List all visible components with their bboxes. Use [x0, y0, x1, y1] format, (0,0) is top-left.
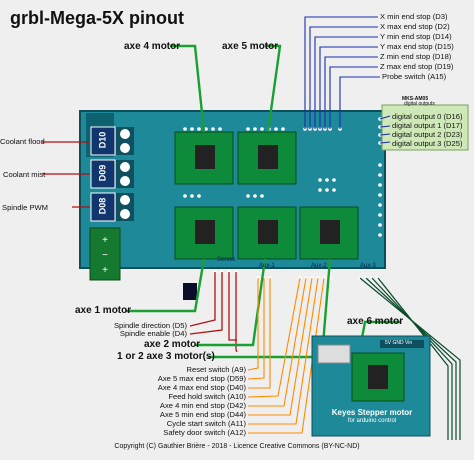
label-axe5-motor: axe 5 motor: [222, 41, 279, 52]
chip-icon: [320, 220, 340, 244]
digital-outputs-box: [381, 104, 469, 151]
keyes-wires: [359, 277, 461, 440]
chip-icon: [195, 145, 215, 169]
label-reset-switch: Reset switch (A9): [186, 365, 246, 374]
label-spindle-direction: Spindle direction (D5): [113, 321, 187, 330]
label-digital-output-0: digital output 0 (D16): [392, 112, 463, 121]
label-axe3-motors: 1 or 2 axe 3 motor(s): [117, 351, 215, 362]
label-y-max: Y max end stop (D15): [380, 42, 454, 51]
label-x-max: X max end stop (D2): [380, 22, 450, 31]
power-plus-icon: +: [102, 265, 108, 276]
stepper-drivers: [174, 131, 359, 260]
label-feed-hold: Feed hold switch (A10): [168, 392, 246, 401]
d08-block: [90, 192, 116, 222]
chip-icon: [195, 220, 215, 244]
power-terminal: [89, 227, 121, 281]
keyes-connector: [317, 344, 351, 364]
label-servos: Servos: [217, 257, 236, 263]
d09-block: [90, 159, 116, 189]
chip-icon: [258, 145, 278, 169]
label-z-max: Z max end stop (D19): [380, 62, 454, 71]
label-cycle-start: Cycle start switch (A11): [166, 419, 246, 428]
outputs-header-2: digital outputs: [404, 101, 435, 107]
label-axe5-min: Axe 5 min end stop (D44): [159, 410, 246, 419]
label-aux1: Aux-1: [259, 263, 275, 269]
d10-block: [90, 126, 116, 156]
outputs-header-1: MKS-AM05: [402, 96, 429, 102]
label-probe: Probe switch (A15): [382, 72, 447, 81]
pin-d10: D10: [97, 131, 108, 149]
blue-wires-top: [304, 16, 391, 144]
keyes-pin-header: [380, 340, 424, 348]
label-axe4-motor: axe 4 motor: [124, 41, 181, 52]
label-y-min: Y min end stop (D14): [380, 32, 452, 41]
plus-icon: [120, 162, 130, 172]
power-minus-icon: −: [102, 250, 108, 261]
keyes-subtitle: for arduino control: [347, 418, 397, 424]
diagram-title: grbl-Mega-5X pinout: [10, 8, 184, 28]
label-axe4-max: Axe 4 max end stop (D40): [157, 383, 246, 392]
chip-icon: [368, 365, 388, 389]
label-digital-output-3: digital output 3 (D25): [392, 139, 463, 148]
power-plus-icon: +: [102, 235, 108, 246]
chip-icon: [258, 220, 278, 244]
minus-icon: [120, 209, 130, 219]
label-x-min: X min end stop (D3): [380, 12, 448, 21]
minus-icon: [120, 143, 130, 153]
keyes-title: Keyes Stepper motor: [331, 408, 413, 417]
reset-button-icon: [183, 283, 197, 300]
keyes-pins-label: 5V GND Vin: [385, 340, 413, 346]
label-aux2: Aux-2: [311, 263, 327, 269]
red-wires: [42, 141, 238, 353]
label-coolant-flood: Coolant flood: [0, 137, 45, 146]
label-axe1-motor: axe 1 motor: [75, 305, 132, 316]
minus-icon: [120, 176, 130, 186]
mosfet-outputs: [90, 126, 134, 222]
copyright-footer: Copyright (C) Gauthier Brière - 2018 - L…: [114, 443, 360, 450]
plus-icon: [120, 195, 130, 205]
driver-axe2: [237, 206, 297, 260]
label-axe2-motor: axe 2 motor: [144, 339, 201, 350]
label-z-min: Z min end stop (D18): [380, 52, 452, 61]
label-digital-output-2: digital output 2 (D23): [392, 130, 463, 139]
pin-d08: D08: [97, 197, 108, 215]
label-digital-output-1: digital output 1 (D17): [392, 121, 463, 130]
label-spindle-pwm: Spindle PWM: [2, 203, 49, 212]
label-axe6-motor: axe 6 motor: [347, 316, 404, 327]
label-spindle-enable: Spindle enable (D4): [119, 329, 187, 338]
label-safety-door: Safety door switch (A12): [163, 428, 246, 437]
label-axe5-max: Axe 5 max end stop (D59): [157, 374, 246, 383]
orange-wires: [247, 277, 325, 434]
pin-d09: D09: [97, 164, 108, 182]
label-axe4-min: Axe 4 min end stop (D42): [159, 401, 246, 410]
plus-icon: [120, 129, 130, 139]
label-aux3: Aux-3: [360, 263, 376, 269]
label-coolant-mist: Coolant mist: [3, 170, 46, 179]
